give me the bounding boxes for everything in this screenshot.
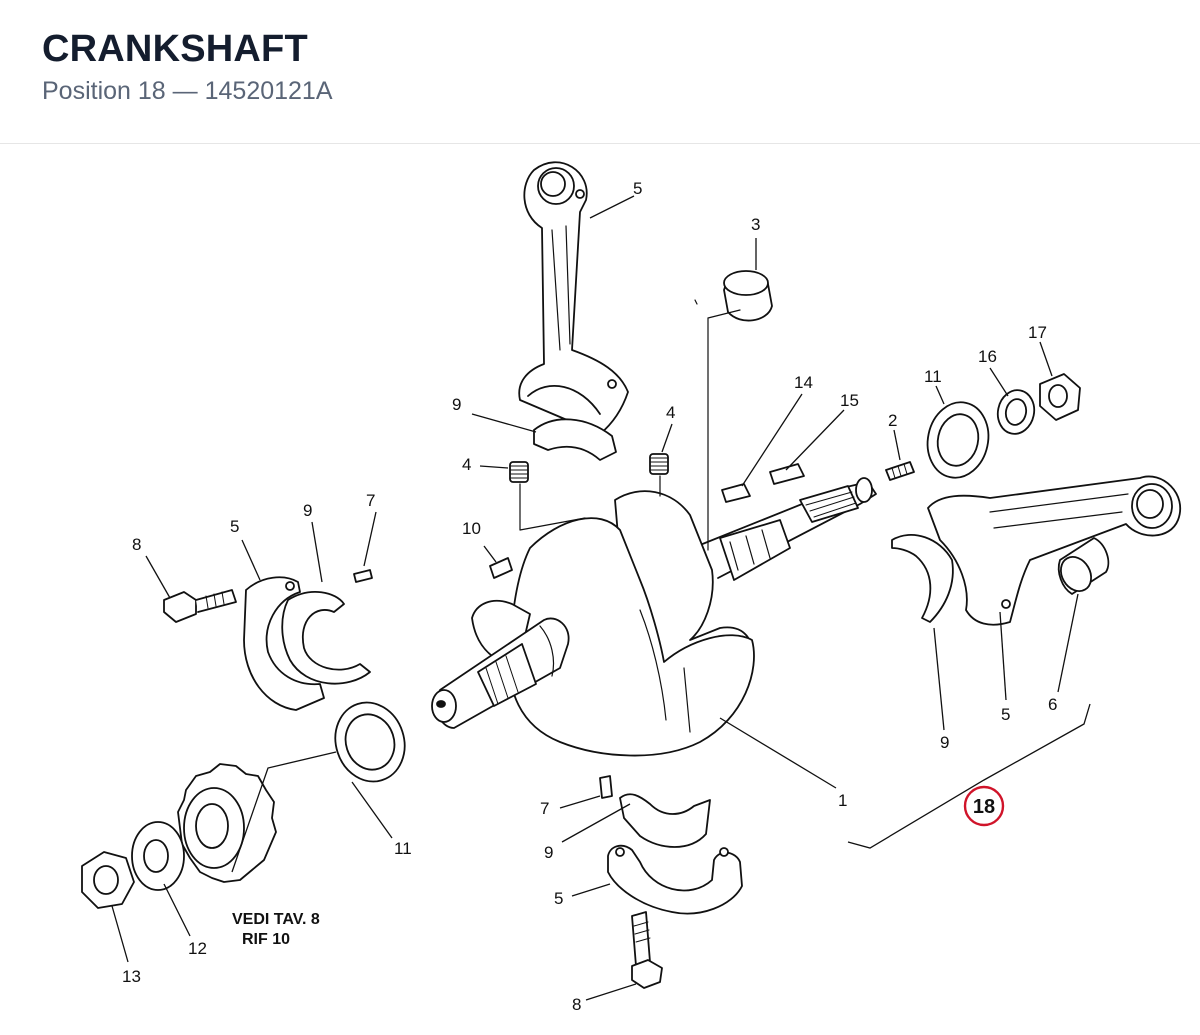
- callout-5-left: 5: [230, 517, 239, 536]
- callout-4-right: 4: [666, 403, 675, 422]
- callout-17: 17: [1028, 323, 1047, 342]
- position-highlight-ring: [963, 785, 1005, 827]
- position-label: Position 18: [42, 77, 166, 105]
- grub-screw-left-part[interactable]: [509, 461, 529, 483]
- callout-12: 12: [188, 939, 207, 958]
- dowel-pin-bottom-part[interactable]: [599, 775, 613, 799]
- callout-3: 3: [751, 215, 760, 234]
- callout-15: 15: [840, 391, 859, 410]
- callout-9-right: 9: [940, 733, 949, 752]
- position-highlight-label: 18: [973, 796, 995, 818]
- callout-4-left: 4: [462, 455, 471, 474]
- callout-5-top: 5: [633, 179, 642, 198]
- nut-13-part[interactable]: [81, 851, 135, 909]
- bearing-shells-left-part[interactable]: [281, 591, 371, 685]
- callout-7-bottom: 7: [540, 799, 549, 818]
- callout-14: 14: [794, 373, 813, 392]
- washer-12-part[interactable]: [131, 821, 185, 891]
- callout-11-left: 11: [394, 839, 412, 858]
- plug-cap-part[interactable]: [723, 270, 773, 322]
- bolt-left-part[interactable]: [163, 589, 237, 623]
- connecting-rod-top-part[interactable]: [518, 161, 629, 435]
- nut-17-part[interactable]: [1039, 373, 1081, 421]
- callout-9-bottom: 9: [544, 843, 553, 862]
- big-end-cap-left-part[interactable]: [243, 576, 325, 711]
- note-see-table: VEDI TAV. 8: [232, 911, 320, 928]
- callout-9-left: 9: [303, 501, 312, 520]
- callout-6: 6: [1048, 695, 1057, 714]
- key-15-part[interactable]: [769, 463, 805, 485]
- big-end-cap-bottom-part[interactable]: [607, 844, 743, 915]
- note-reference: RIF 10: [242, 931, 290, 948]
- bolt-bottom-part[interactable]: [631, 911, 663, 989]
- thrust-washer-right-part[interactable]: [921, 397, 995, 484]
- position-18-highlight[interactable]: 18: [963, 785, 1005, 827]
- callout-7-left: 7: [366, 491, 375, 510]
- callout-8-left: 8: [132, 535, 141, 554]
- key-10-part[interactable]: [489, 557, 513, 579]
- callout-11-right: 11: [924, 367, 942, 386]
- callout-9-top: 9: [452, 395, 461, 414]
- exploded-parts-diagram: 5 3 9 4 4 10 7 5 9 8 14 15 2 11 16 17 9 …: [0, 144, 1200, 1035]
- small-end-bush-part[interactable]: [1055, 537, 1110, 597]
- callout-5-right: 5: [1001, 705, 1010, 724]
- callout-16: 16: [978, 347, 997, 366]
- page-title: CRANKSHAFT: [42, 28, 308, 70]
- callout-8-bottom: 8: [572, 995, 581, 1014]
- crankshaft-part[interactable]: [431, 477, 877, 757]
- callout-5-bottom: 5: [554, 889, 563, 908]
- thrust-washer-left-part[interactable]: [325, 693, 414, 790]
- subtitle-separator: —: [172, 77, 198, 105]
- bearing-shell-right-part[interactable]: [891, 534, 954, 623]
- callout-10: 10: [462, 519, 481, 538]
- washer-16-part[interactable]: [994, 387, 1038, 438]
- callout-13: 13: [122, 967, 141, 986]
- page-subtitle: Position 18 — 14520121A: [42, 77, 333, 106]
- timing-gear-part[interactable]: [177, 763, 277, 883]
- connecting-rod-right-part[interactable]: [927, 475, 1181, 626]
- key-14-part[interactable]: [721, 483, 751, 503]
- dowel-pin-left-part[interactable]: [353, 569, 373, 583]
- page-header: CRANKSHAFT Position 18 — 14520121A: [0, 0, 1200, 144]
- part-number: 14520121A: [204, 77, 333, 105]
- dowel-pin-part[interactable]: [885, 461, 915, 481]
- bearing-shells-bottom-part[interactable]: [619, 793, 711, 848]
- callout-1: 1: [838, 791, 847, 810]
- grub-screw-right-part[interactable]: [649, 453, 669, 475]
- bearing-shell-top-part[interactable]: [533, 418, 617, 461]
- callout-2: 2: [888, 411, 897, 430]
